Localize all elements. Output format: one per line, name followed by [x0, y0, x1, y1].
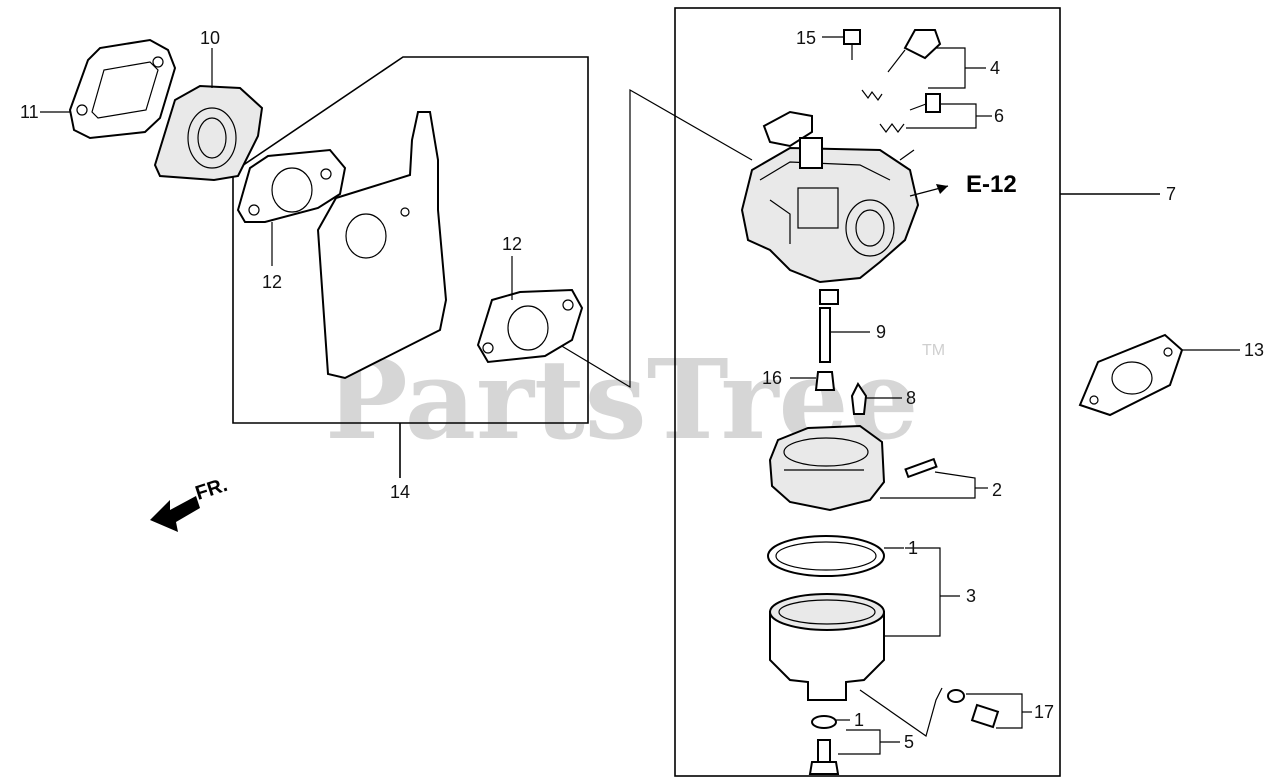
callout-14: 14 — [390, 482, 410, 502]
front-arrow-icon — [150, 496, 200, 532]
callout-3: 3 — [966, 586, 976, 606]
callout-9: 9 — [876, 322, 886, 342]
callout-13: 13 — [1244, 340, 1264, 360]
heat-shield-plate — [316, 111, 448, 380]
insulator-10 — [153, 48, 264, 182]
reference-tag-e12: E-12 — [966, 171, 1017, 198]
part-4-assembly — [861, 29, 986, 102]
part-6-screw-spring — [879, 93, 992, 133]
callout-17: 17 — [1034, 702, 1054, 722]
carburetor-body — [740, 110, 949, 305]
callout-15: 15 — [796, 28, 816, 48]
gasket-12-right — [476, 256, 584, 364]
front-label: FR. — [193, 474, 230, 505]
callout-labels: 11 10 12 12 14 15 4 6 7 9 13 16 8 2 1 3 … — [20, 28, 1264, 752]
carburetor-assembly-frame — [674, 7, 1160, 777]
callout-5: 5 — [904, 732, 914, 752]
group-14-frame — [232, 56, 589, 478]
callout-12-right: 12 — [502, 234, 522, 254]
drain-bolt-assembly — [808, 687, 943, 775]
callout-4: 4 — [990, 58, 1000, 78]
callout-12-left: 12 — [262, 272, 282, 292]
float-bowl — [769, 547, 960, 701]
callout-1-ring: 1 — [908, 538, 918, 558]
watermark-trademark: TM — [922, 342, 945, 359]
callout-7: 7 — [1166, 184, 1176, 204]
front-direction-indicator: FR. — [150, 474, 230, 532]
callout-2: 2 — [992, 480, 1002, 500]
gasket-11 — [40, 38, 177, 140]
callout-1-washer: 1 — [854, 710, 864, 730]
callout-16: 16 — [762, 368, 782, 388]
callout-8: 8 — [906, 388, 916, 408]
gasket-13 — [1078, 333, 1240, 417]
screw-15 — [822, 29, 861, 60]
screw-17-assembly — [947, 689, 1032, 729]
needle-9 — [819, 307, 870, 363]
gasket-12-left — [236, 148, 347, 266]
callout-11: 11 — [20, 102, 39, 122]
connector-lines — [559, 88, 753, 389]
float-assembly — [768, 424, 988, 512]
callout-10: 10 — [200, 28, 220, 48]
gasket-ring — [767, 535, 904, 577]
jet-16 — [790, 371, 836, 391]
callout-6: 6 — [994, 106, 1004, 126]
jet-8 — [850, 382, 902, 415]
